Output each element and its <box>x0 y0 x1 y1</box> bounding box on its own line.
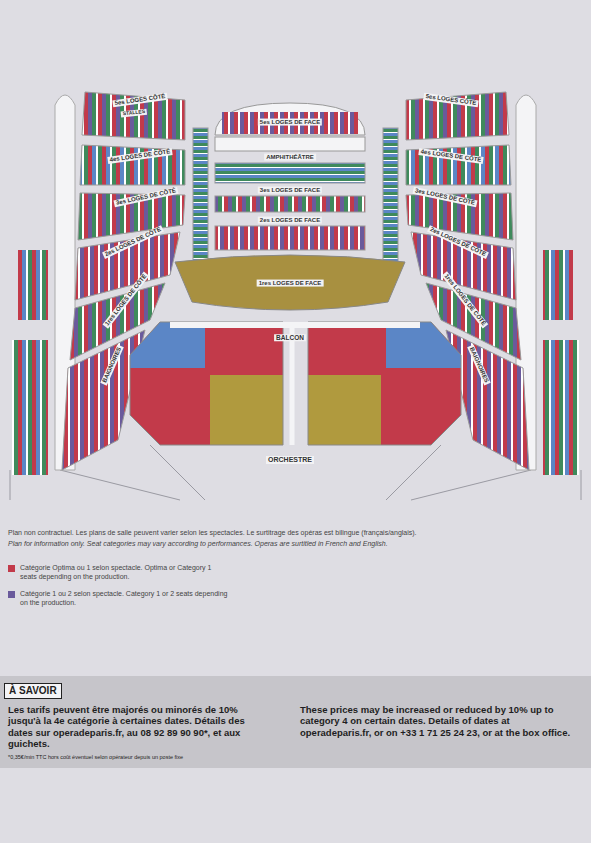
section-label: AMPHITHÉÂTRE <box>264 154 316 161</box>
plan-note: Plan non contractuel. Les plans de salle… <box>8 528 568 537</box>
info-box: À SAVOIR Les tarifs peuvent être majorés … <box>0 676 591 768</box>
section-label: 3es LOGES DE FACE <box>258 187 322 194</box>
legend-text: Catégorie 1 ou 2 selon spectacle. Catego… <box>20 589 230 607</box>
section-label: BALCON <box>274 334 306 341</box>
box-text: These prices may be increased or reduced… <box>300 704 580 738</box>
plan-note: Plan for information only. Seat categori… <box>8 539 568 548</box>
section-label: 1res LOGES DE FACE <box>257 280 324 287</box>
section-label: 2es LOGES DE FACE <box>258 217 322 224</box>
box-text: *0,35€/min TTC hors coût éventuel selon … <box>8 754 270 761</box>
legend-swatch <box>8 565 15 572</box>
section-label: ORCHESTRE <box>266 456 314 464</box>
box-heading: À SAVOIR <box>4 683 62 699</box>
box-text: Les tarifs peuvent être majorés ou minor… <box>8 704 270 750</box>
legend-swatch <box>8 591 15 598</box>
legend-text: Catégorie Optima ou 1 selon spectacle. O… <box>20 563 230 581</box>
section-label: 5es LOGES DE FACE <box>258 119 322 126</box>
